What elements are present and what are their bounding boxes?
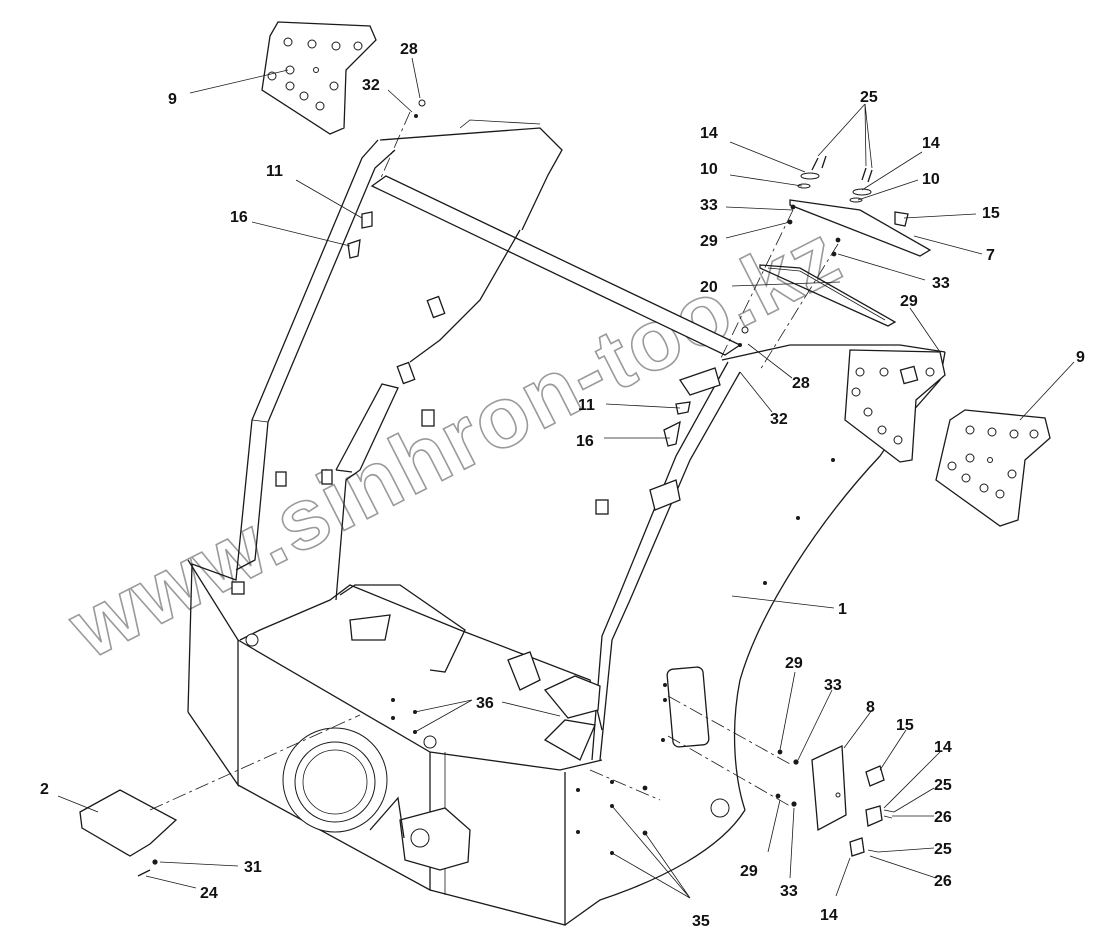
callout-28: 28 xyxy=(400,41,418,58)
callout-29: 29 xyxy=(740,863,758,880)
plate-9-right xyxy=(935,409,1051,527)
callout-26: 26 xyxy=(934,873,952,890)
callout-24: 24 xyxy=(200,885,218,902)
callout-1: 1 xyxy=(838,601,847,618)
callout-32: 32 xyxy=(362,77,380,94)
callout-31: 31 xyxy=(244,859,262,876)
callout-9: 9 xyxy=(168,91,177,108)
callout-20: 20 xyxy=(700,279,718,296)
callout-11: 11 xyxy=(578,397,595,414)
callout-33: 33 xyxy=(780,883,798,900)
main-frame-body xyxy=(187,119,946,926)
callout-25: 25 xyxy=(934,777,952,794)
callout-14: 14 xyxy=(922,135,940,152)
callout-25: 25 xyxy=(860,89,878,106)
plate-9-left xyxy=(261,21,377,135)
callout-16: 16 xyxy=(576,433,594,450)
watermark-text: www.sinhron-too.kz xyxy=(54,206,856,678)
hardware-fasteners xyxy=(79,99,895,877)
callout-14: 14 xyxy=(934,739,952,756)
round-port xyxy=(282,727,388,833)
callout-28: 28 xyxy=(792,375,810,392)
callout-29: 29 xyxy=(785,655,803,672)
callout-26: 26 xyxy=(934,809,952,826)
callout-11: 11 xyxy=(266,163,283,180)
cover-2 xyxy=(79,789,178,857)
gasket-20 xyxy=(759,264,897,327)
callout-25: 25 xyxy=(934,841,952,858)
callout-15: 15 xyxy=(896,717,914,734)
callout-33: 33 xyxy=(824,677,842,694)
callout-36: 36 xyxy=(476,695,494,712)
callout-10: 10 xyxy=(922,171,940,188)
plate-9-on-frame xyxy=(844,349,946,463)
callout-29: 29 xyxy=(700,233,718,250)
callout-8: 8 xyxy=(866,699,875,716)
callout-14: 14 xyxy=(700,125,718,142)
cover-plate-8 xyxy=(811,745,847,832)
callout-10: 10 xyxy=(700,161,718,178)
callout-9: 9 xyxy=(1076,349,1085,366)
callout-35: 35 xyxy=(692,913,710,930)
callout-32: 32 xyxy=(770,411,788,428)
callout-33: 33 xyxy=(932,275,950,292)
callout-29: 29 xyxy=(900,293,918,310)
callout-16: 16 xyxy=(230,209,248,226)
callout-33: 33 xyxy=(700,197,718,214)
callout-14: 14 xyxy=(820,907,838,924)
cover-plate-7 xyxy=(789,199,932,257)
callout-labels: 9 28 32 11 16 25 14 14 10 10 33 15 29 7 … xyxy=(40,41,1085,930)
callout-15: 15 xyxy=(982,205,1000,222)
callout-2: 2 xyxy=(40,781,49,798)
leader-lines xyxy=(57,57,1075,899)
callout-7: 7 xyxy=(986,247,995,264)
